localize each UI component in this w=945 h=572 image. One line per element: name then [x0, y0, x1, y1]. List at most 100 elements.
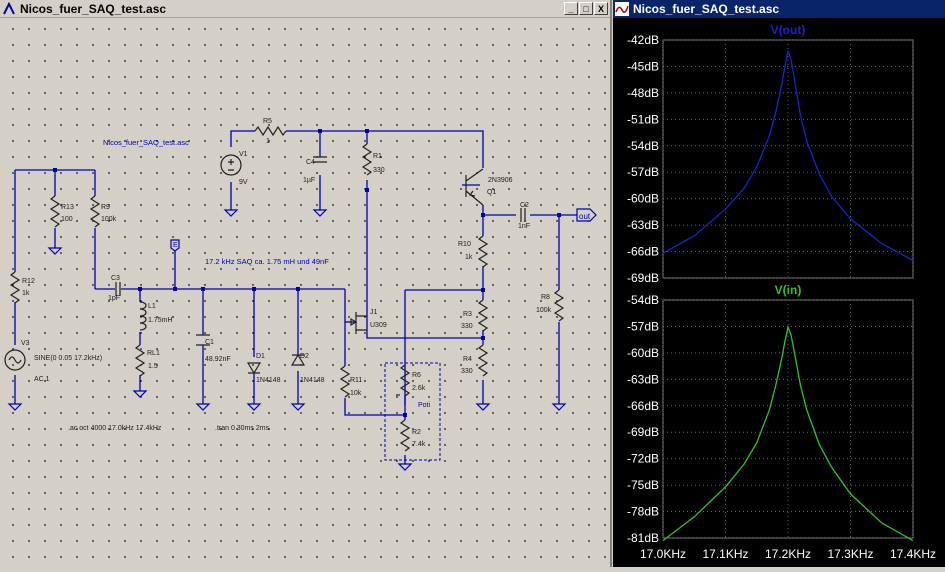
schematic-canvas[interactable]: out E Poti Nicos_fuer_SAQ_test.asc 17.2 …	[0, 18, 610, 567]
y-tick-label: -60dB	[627, 346, 659, 360]
component-labels: R5 1 V1 9V C4 1µF R1 330 2N3906 Q1 C2 1n…	[21, 118, 552, 448]
waveform-plots[interactable]: V(out) -42dB-45dB-48dB-51dB-54dB-57dB-60…	[613, 18, 945, 567]
c3-name: C3	[111, 275, 120, 282]
c1-name: C1	[205, 339, 214, 346]
minimize-button[interactable]: _	[564, 2, 578, 15]
y-tick-label: -69dB	[627, 271, 659, 285]
l1-value: 1.75mH	[148, 317, 173, 324]
schematic-doc-label[interactable]: Nicos_fuer_SAQ_test.asc	[103, 138, 189, 147]
r12-value: 1k	[22, 290, 30, 297]
component-symbols	[4, 125, 565, 452]
saq-note[interactable]: 17.2 kHz SAQ ca. 1.75 mH und 49nF	[205, 257, 329, 266]
y-tick-label: -54dB	[627, 293, 659, 307]
d2-value: 1N4148	[300, 377, 325, 384]
r4-name: R4	[463, 356, 472, 363]
d1-value: 1N4148	[256, 377, 281, 384]
vout-trace-title[interactable]: V(out)	[771, 23, 806, 37]
c1-value: 48.92nF	[205, 356, 231, 363]
y-tick-label: -66dB	[627, 245, 659, 259]
y-tick-label: -78dB	[627, 505, 659, 519]
out-net-label: out	[579, 212, 591, 221]
y-tick-label: -51dB	[627, 112, 659, 126]
schematic-drawing[interactable]: out E Poti Nicos_fuer_SAQ_test.asc 17.2 …	[0, 18, 610, 567]
junction-dots	[53, 129, 561, 417]
c3-value: 1pF	[108, 295, 120, 302]
y-tick-label: -54dB	[627, 139, 659, 153]
rl1-value: 1.5	[148, 363, 158, 370]
j1-name: J1	[370, 309, 378, 316]
vout-pane[interactable]: V(out) -42dB-45dB-48dB-51dB-54dB-57dB-60…	[627, 23, 914, 285]
v3-ac: AC 1	[34, 376, 50, 383]
tran-directive[interactable]: .tran 0 30ms 2ms	[215, 425, 270, 432]
r3-name: R3	[463, 311, 472, 318]
y-tick-label: -63dB	[627, 218, 659, 232]
poti-box	[384, 362, 441, 461]
r10-value: 1k	[465, 254, 473, 261]
series-line-vout[interactable]	[662, 50, 914, 261]
r9-value: 100k	[101, 216, 117, 223]
schematic-titlebar[interactable]: Nicos_fuer_SAQ_test.asc _ □ X	[0, 0, 610, 18]
r1-value: 330	[373, 167, 385, 174]
ground-symbols	[7, 209, 567, 471]
schematic-window-title: Nicos_fuer_SAQ_test.asc	[20, 1, 167, 16]
waveform-titlebar[interactable]: Nicos_fuer_SAQ_test.asc	[613, 0, 945, 18]
r8-name: R8	[541, 294, 550, 301]
r8-value: 100k	[536, 307, 552, 314]
r12-name: R12	[22, 278, 35, 285]
x-tick-label: 17.4KHz	[890, 547, 936, 561]
r3-value: 330	[461, 323, 473, 330]
l1-name: L1	[148, 303, 156, 310]
r10-name: R10	[458, 241, 471, 248]
y-tick-label: -57dB	[627, 165, 659, 179]
plot-frame	[662, 299, 914, 539]
waveform-window[interactable]: Nicos_fuer_SAQ_test.asc V(out) -42dB -45d…	[613, 0, 945, 567]
maximize-button[interactable]: □	[579, 2, 593, 15]
vin-pane[interactable]: V(in) -54dB-57dB-60dB-63dB-66dB-69dB-72d…	[627, 283, 914, 545]
y-tick-label: -69dB	[627, 425, 659, 439]
r2-value: 7.4k	[412, 441, 426, 448]
x-tick-label: 17.3KHz	[827, 547, 873, 561]
c4-value: 1µF	[303, 177, 315, 184]
r9-name: R9	[101, 204, 110, 211]
c2-name: C2	[520, 202, 529, 209]
c4-name: C4	[306, 159, 315, 166]
out-port-flag[interactable]	[576, 208, 597, 222]
v3-name: V3	[21, 340, 30, 347]
ltspice-schematic-icon	[3, 1, 15, 14]
v1-value: 9V	[239, 179, 248, 186]
r13-value: 100	[61, 216, 73, 223]
q1-name: Q1	[487, 189, 496, 196]
j1-value: U309	[370, 322, 387, 329]
x-tick-label: 17.0KHz	[640, 547, 686, 561]
vin-trace-title[interactable]: V(in)	[775, 283, 802, 297]
c2-value: 1nF	[518, 223, 530, 230]
r2-name: R2	[412, 429, 421, 436]
y-tick-label: -42dB	[627, 33, 659, 47]
ac-directive[interactable]: .ac oct 4000 17.0kHz 17.4kHz	[68, 425, 162, 432]
r11-name: R11	[350, 377, 362, 384]
waveform-window-title: Nicos_fuer_SAQ_test.asc	[633, 2, 780, 16]
d1-name: D1	[256, 353, 265, 360]
y-tick-label: -75dB	[627, 478, 659, 492]
e-net-flag[interactable]	[170, 239, 180, 252]
r6-name: R6	[412, 372, 421, 379]
waveform-icon	[615, 2, 629, 16]
y-tick-label: -72dB	[627, 452, 659, 466]
close-button[interactable]: X	[594, 2, 608, 15]
y-tick-label: -45dB	[627, 59, 659, 73]
x-tick-label: 17.2KHz	[765, 547, 811, 561]
rl1-name: RL1	[147, 350, 160, 357]
y-tick-label: -81dB	[627, 531, 659, 545]
v1-name: V1	[239, 151, 248, 158]
r13-name: R13	[61, 204, 74, 211]
schematic-window[interactable]: Nicos_fuer_SAQ_test.asc _ □ X	[0, 0, 612, 567]
v3-value: SINE(0 0.05 17.2kHz)	[34, 355, 102, 362]
plot-frame	[662, 39, 914, 279]
poti-label: Poti	[418, 402, 431, 409]
y-tick-label: -60dB	[627, 192, 659, 206]
y-tick-label: -66dB	[627, 399, 659, 413]
e-net-label: E	[173, 242, 178, 249]
series-line-vin[interactable]	[662, 325, 914, 542]
y-tick-label: -63dB	[627, 372, 659, 386]
